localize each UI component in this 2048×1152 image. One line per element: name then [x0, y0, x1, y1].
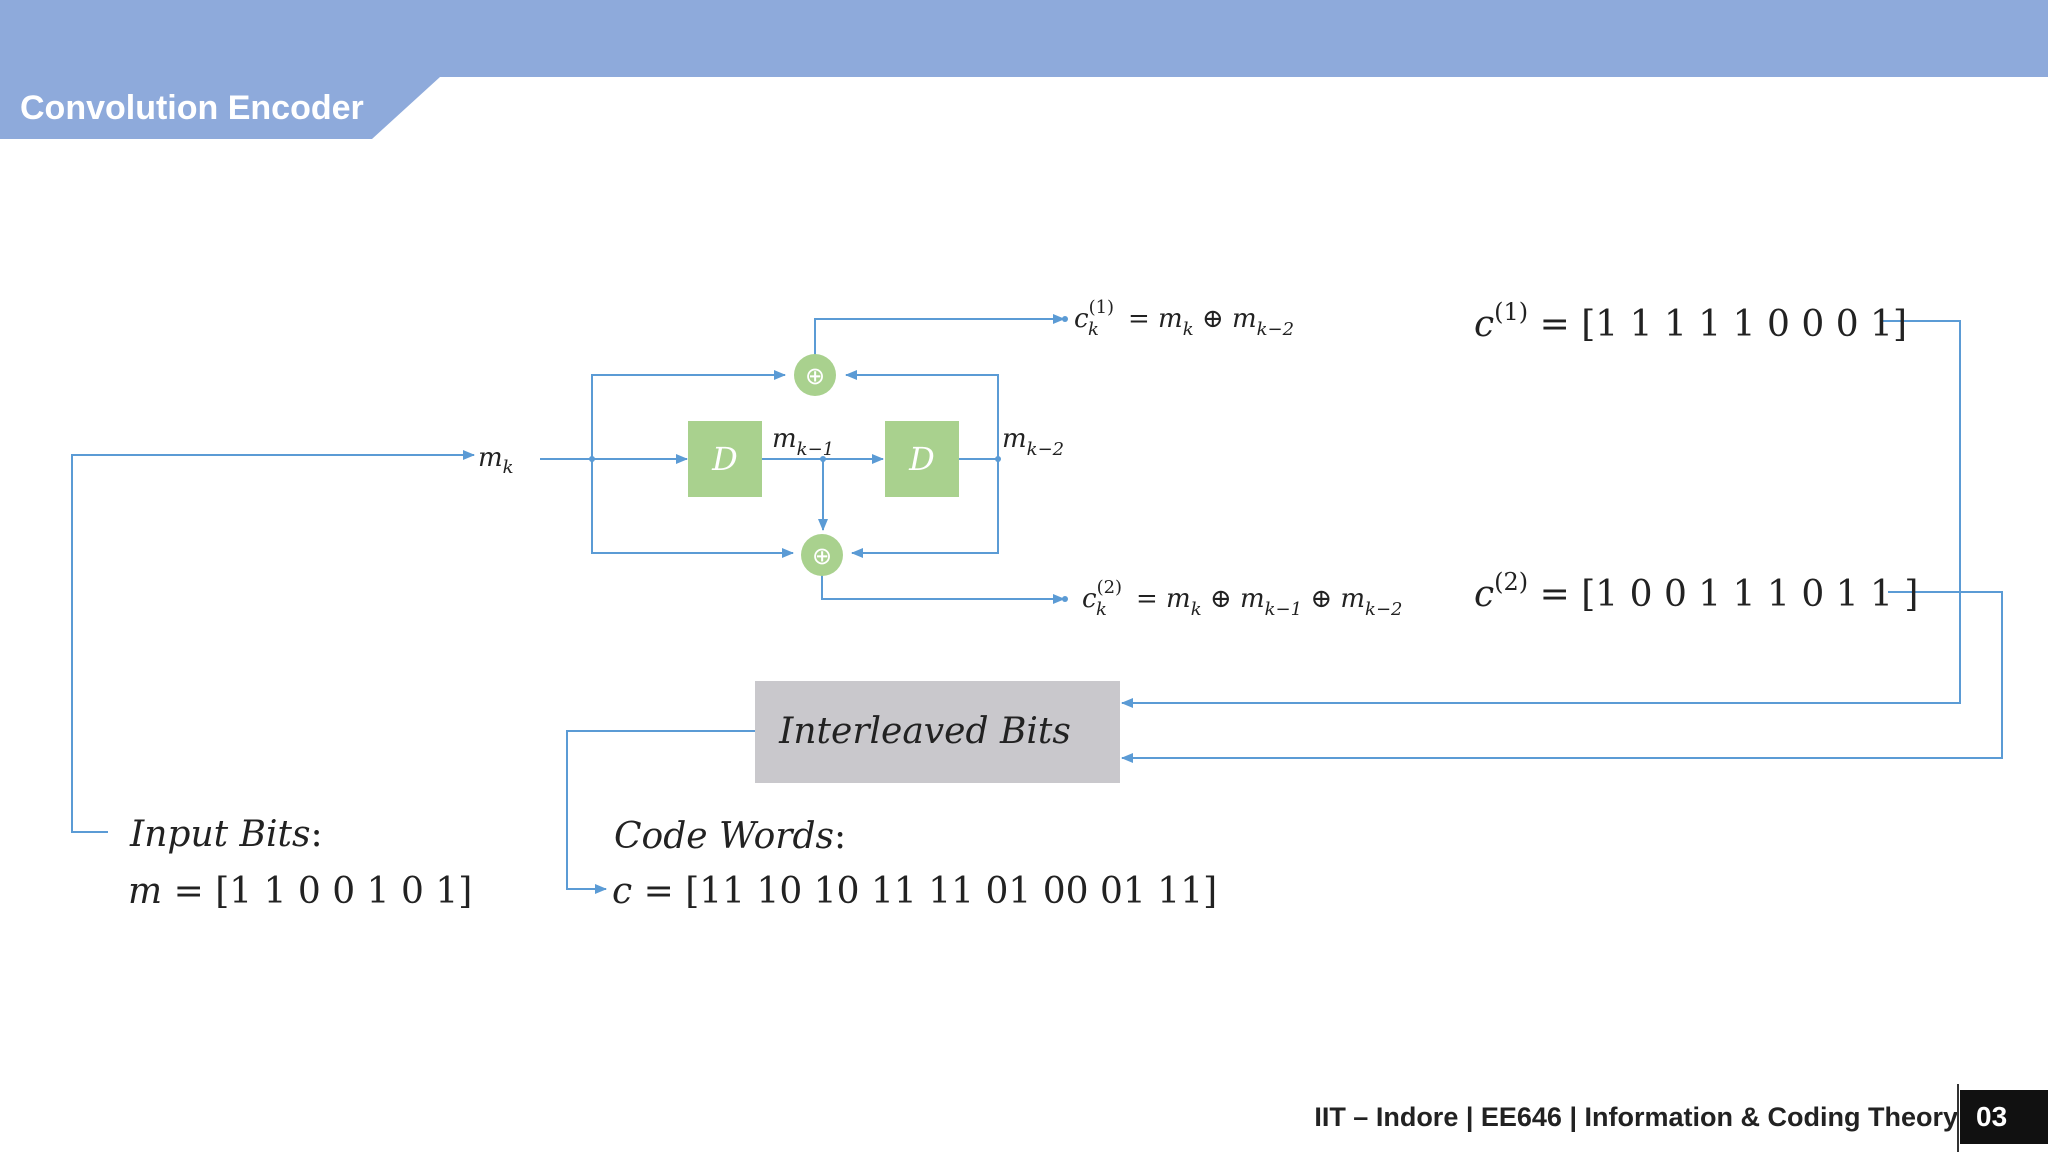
c2-equation: c(2)k= mk ⊕ mk−1 ⊕ mk−2 — [1082, 577, 1402, 620]
right-feedback-lower-line — [851, 459, 999, 558]
interleaver-box: Interleaved Bits — [755, 681, 1120, 783]
c1-equation: c(1)k= mk ⊕ mk−2 — [1074, 297, 1294, 340]
c1-sequence: c(1) = [1 1 1 1 1 0 0 0 1] — [1474, 298, 1907, 345]
interleaver-to-codewords-line — [566, 730, 755, 894]
c1-output-line — [814, 314, 1065, 357]
page-number-badge: 03 — [1960, 1090, 2048, 1144]
code-words-heading: Code Words: — [614, 816, 846, 857]
header-band — [0, 0, 2048, 77]
svg-text:⊕: ⊕ — [805, 362, 825, 390]
c2-sequence: c(2) = [1 0 0 1 1 1 0 1 1 ] — [1474, 568, 1918, 615]
delay-block-1: D — [688, 421, 762, 497]
input-symbol-label: mk — [478, 443, 514, 478]
xor-top: ⊕ — [794, 354, 836, 396]
c2-to-interleaver-line — [1121, 591, 2003, 763]
input-bits-heading: Input Bits: — [129, 814, 323, 855]
tap1-label: mk−1 — [772, 424, 834, 460]
slide-title: Convolution Encoder — [20, 89, 364, 127]
tap2-label: mk−2 — [1002, 424, 1064, 460]
svg-text:Interleaved Bits: Interleaved Bits — [778, 711, 1071, 752]
right-feedback-line — [845, 370, 999, 460]
svg-text:D: D — [908, 440, 935, 478]
code-words-value: c = [11 10 10 11 11 01 00 01 11] — [612, 871, 1217, 912]
input-feed-line — [71, 450, 475, 833]
title-tab — [0, 77, 440, 139]
c2-output-line — [821, 575, 1065, 604]
c1-to-interleaver-line — [1121, 320, 1961, 708]
xor-bottom: ⊕ — [801, 534, 843, 576]
delay-block-2: D — [885, 421, 959, 497]
footer-divider — [1957, 1084, 1959, 1152]
input-bits-value: m = [1 1 0 0 1 0 1] — [128, 871, 472, 912]
left-branch-lower-line — [591, 459, 794, 558]
footer-course-info: IIT – Indore | EE646 | Information & Cod… — [1314, 1102, 1958, 1132]
svg-text:⊕: ⊕ — [812, 542, 832, 570]
svg-text:D: D — [711, 440, 738, 478]
left-branch-line — [591, 370, 786, 459]
